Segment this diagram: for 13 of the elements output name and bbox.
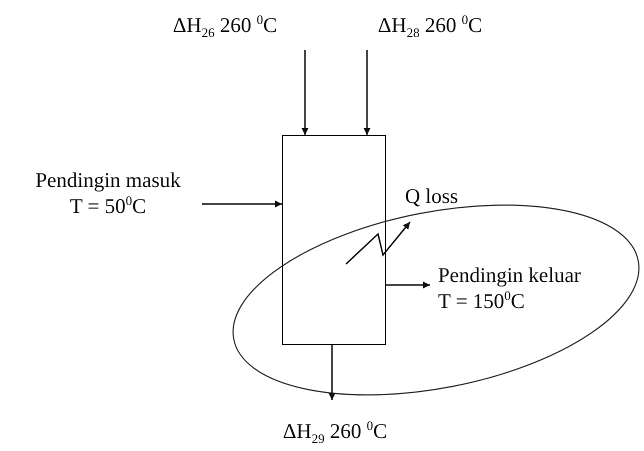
flow-arrow <box>386 282 430 288</box>
stream-label: ΔH$_{29}$ 260 $^{0}$C <box>282 418 388 447</box>
stream-label: Pendingin masuk T = 50$^{0}$C <box>34 168 182 220</box>
flow-arrow <box>302 50 308 135</box>
stream-label: ΔH$_{26}$ 260 $^{0}$C <box>172 12 278 41</box>
stream-label: Pendingin keluar T = 150$^{0}$C <box>438 263 582 314</box>
stream-label: Q loss <box>405 184 460 210</box>
stream-label: ΔH$_{28}$ 260 $^{0}$C <box>376 12 484 41</box>
process-vessel <box>282 135 386 345</box>
flow-arrow <box>202 200 282 208</box>
heat-loss-arrow <box>345 222 411 265</box>
flow-arrow <box>364 50 370 135</box>
flow-arrow <box>328 345 336 400</box>
